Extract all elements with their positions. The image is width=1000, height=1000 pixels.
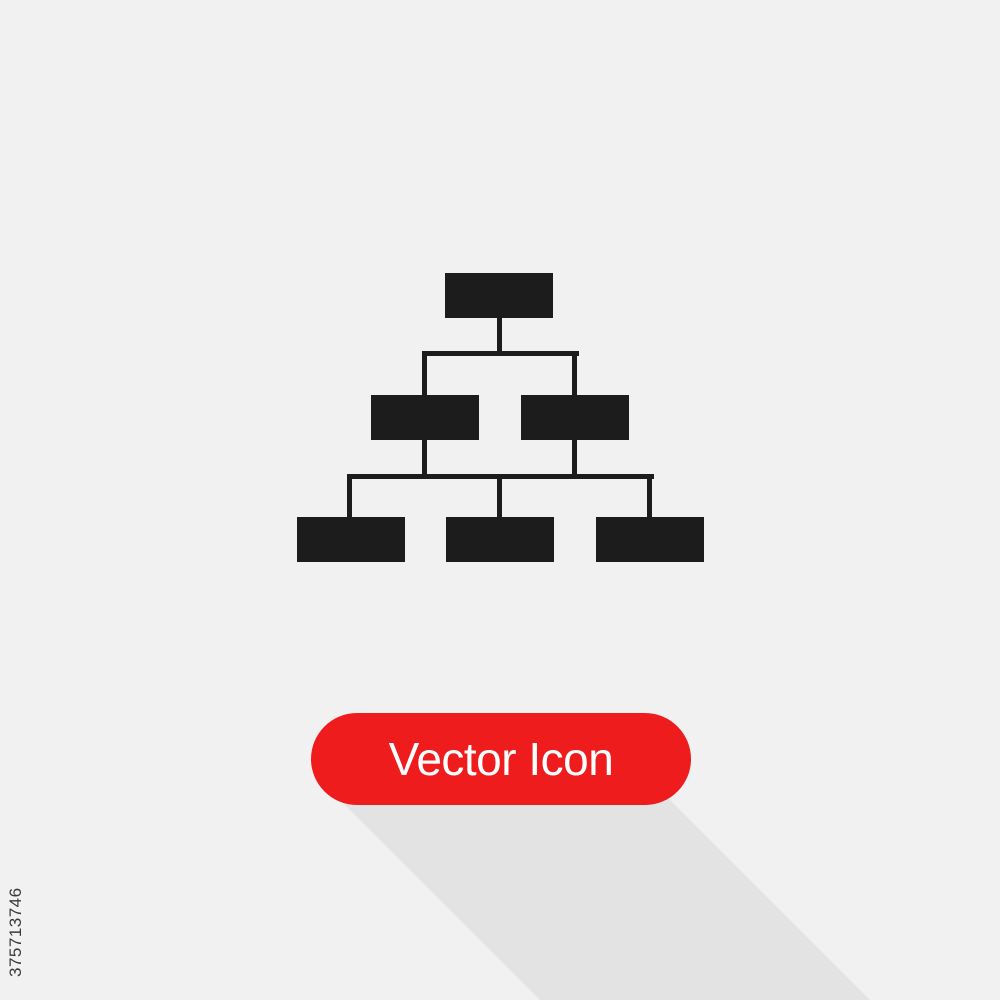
- org-chart-bottom-box-right: [596, 517, 704, 562]
- vector-icon-badge: Vector Icon: [311, 713, 691, 805]
- org-chart-middle-box-right: [521, 395, 629, 440]
- org-chart-middle-box-left: [371, 395, 479, 440]
- org-chart-bottom-box-left: [297, 517, 405, 562]
- org-chart-icon: [297, 273, 704, 562]
- badge-label: Vector Icon: [388, 733, 614, 785]
- org-chart-top-box: [445, 273, 553, 318]
- side-id-text: 375713746: [6, 887, 25, 977]
- org-chart-bottom-box-center: [446, 517, 554, 562]
